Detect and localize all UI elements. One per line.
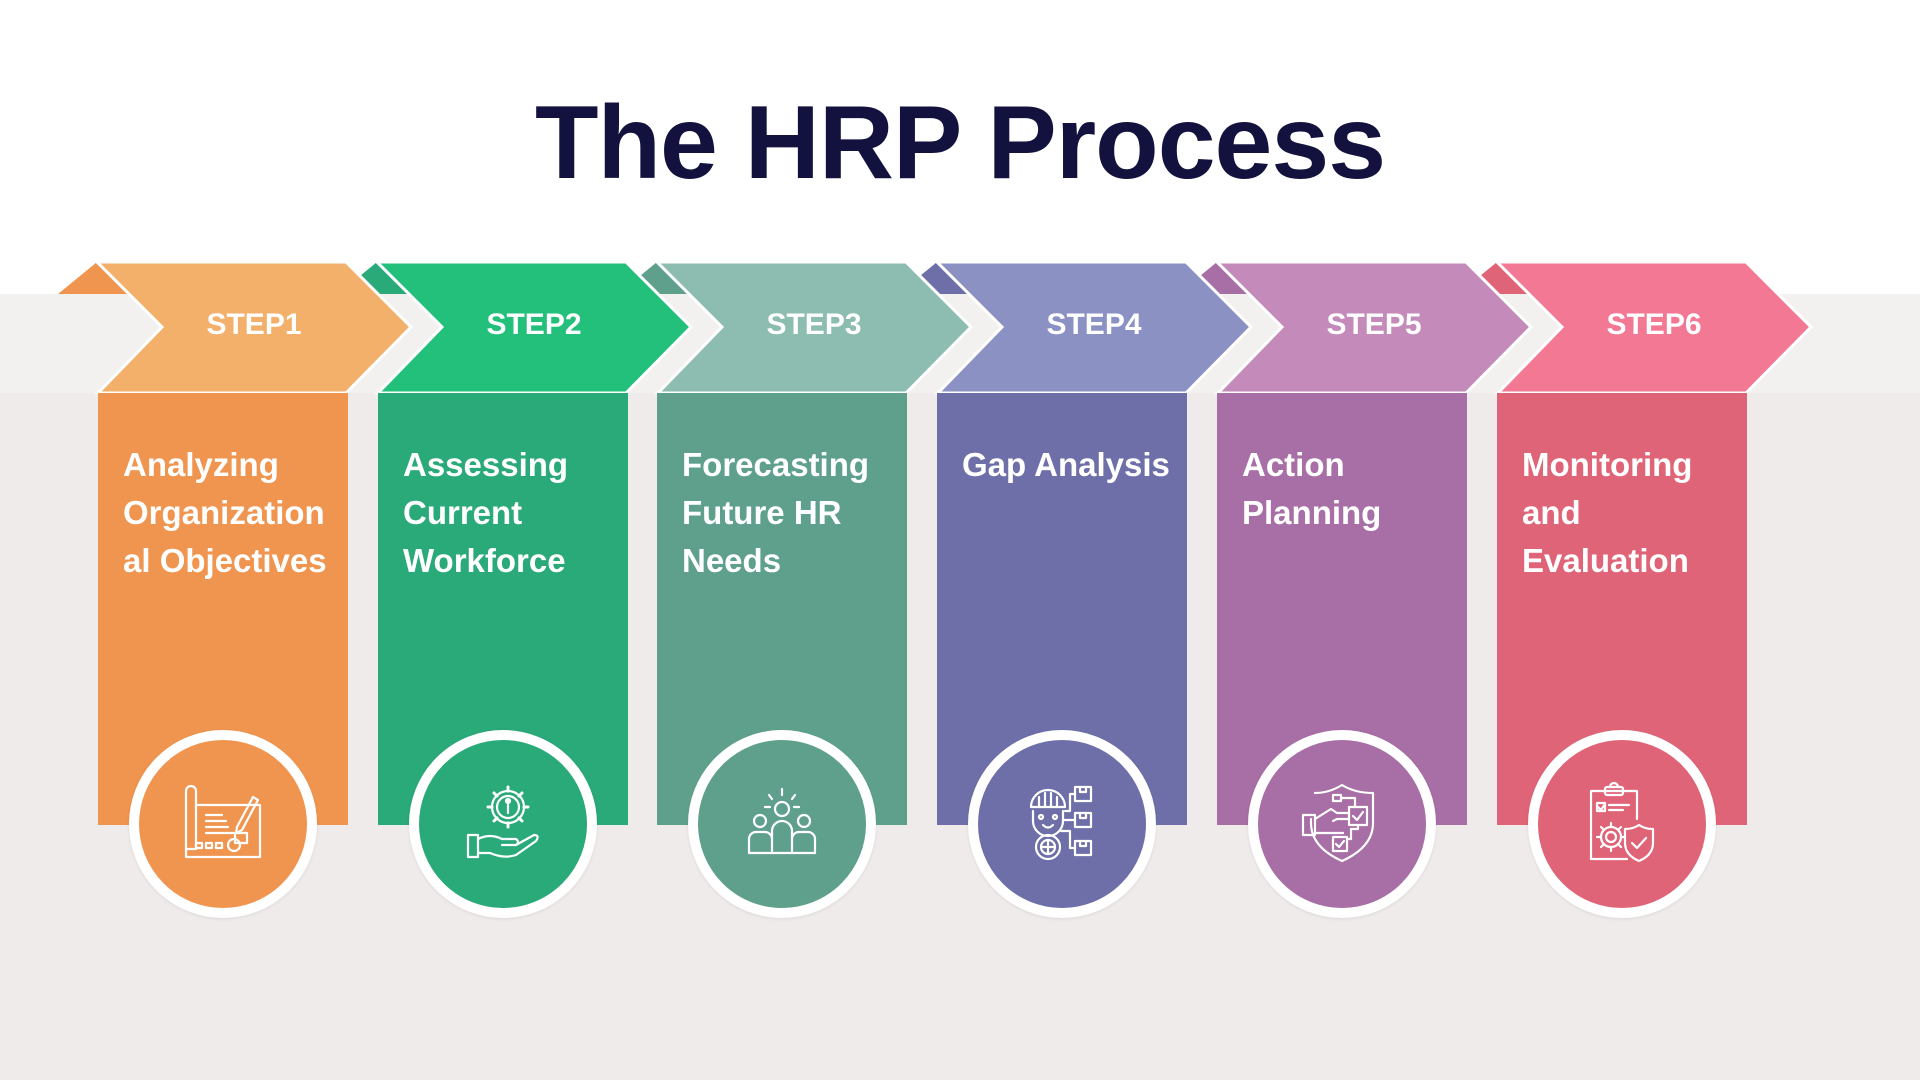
step-icon-circle-6: [1528, 730, 1716, 918]
step-description-2: Assessing Current Workforce: [403, 446, 569, 579]
step-icon-circle-4: [968, 730, 1156, 918]
step-label-6: STEP6: [1606, 308, 1702, 341]
step-icon-circle-1: [129, 730, 317, 918]
worker-boxes-icon: [1029, 785, 1093, 861]
step-icon-circle-5: [1248, 730, 1436, 918]
step-label-1: STEP1: [206, 308, 302, 341]
clipboard-gear-shield-icon: [1589, 781, 1655, 863]
page-title: The HRP Process: [534, 85, 1386, 201]
step-chevrons: [58, 260, 1814, 395]
team-idea-icon: [747, 787, 817, 855]
blueprint-plan-icon: [184, 784, 262, 859]
step-label-4: STEP4: [1046, 308, 1142, 341]
step-icon-circle-2: [409, 730, 597, 918]
step-label-2: STEP2: [486, 308, 582, 341]
hand-gear-person-icon: [466, 785, 539, 859]
step-description-6: Monitoring and Evaluation: [1522, 446, 1693, 579]
step-label-5: STEP5: [1326, 308, 1422, 341]
step-description-1: Analyzing Organization al Objectives: [123, 446, 327, 579]
step-description-5: Action Planning: [1242, 446, 1382, 531]
step-description-3: Forecasting Future HR Needs: [682, 446, 870, 579]
fold-flap-1: [58, 262, 129, 294]
step-label-3: STEP3: [766, 308, 862, 341]
step-icon-circle-3: [688, 730, 876, 918]
shield-hand-checklist-icon: [1301, 783, 1375, 863]
step-description-4: Gap Analysis: [962, 446, 1170, 483]
